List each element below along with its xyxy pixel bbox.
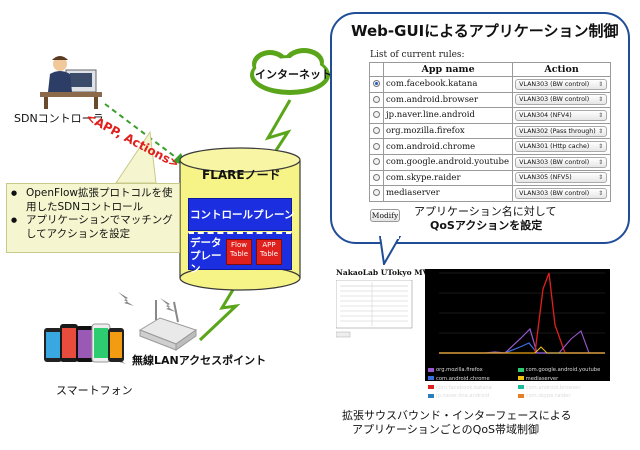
legend-item: com.android.chrome bbox=[428, 376, 516, 382]
x-tick: 18:00 bbox=[561, 357, 574, 363]
row-radio-selected[interactable] bbox=[373, 80, 380, 88]
table-row: com.android.chrome VLAN301 (Http cache) bbox=[369, 138, 611, 155]
ap-link bbox=[198, 277, 242, 342]
row-radio[interactable] bbox=[373, 142, 380, 150]
y-tick: 1 M bbox=[427, 331, 436, 337]
x-tick: 17:56 bbox=[465, 357, 478, 363]
graph-legend: org.mozilla.firefox com.google.android.y… bbox=[428, 367, 610, 402]
control-link bbox=[104, 103, 183, 163]
row-radio[interactable] bbox=[373, 173, 380, 181]
legend-item: com.facebook.katana bbox=[428, 385, 516, 391]
row-radio[interactable] bbox=[373, 95, 380, 103]
smartphones-icon bbox=[44, 323, 124, 363]
legend-item: com.google.android.youtube bbox=[517, 367, 606, 373]
legend-item: jp.naver.line.android bbox=[428, 393, 516, 399]
app-name-cell: mediaserver bbox=[382, 185, 514, 202]
action-select[interactable]: VLAN301 (Http cache) bbox=[515, 141, 608, 153]
action-select[interactable]: VLAN302 (Pass through) bbox=[515, 125, 608, 137]
screenshot-mini-table bbox=[336, 280, 413, 338]
sdn-controller-label: SDNコントローラ bbox=[14, 112, 104, 125]
access-point-label: 無線LANアクセスポイント bbox=[132, 354, 267, 367]
flow-table-box bbox=[226, 239, 252, 265]
app-table-label: APP Table bbox=[259, 241, 279, 258]
rules-table: App name Action com.facebook.katana VLAN… bbox=[369, 62, 611, 202]
flare-node-label: FLAREノード bbox=[202, 168, 281, 182]
app-name-header: App name bbox=[382, 62, 514, 77]
action-select[interactable]: VLAN305 (NFV5) bbox=[515, 172, 608, 184]
row-radio[interactable] bbox=[373, 158, 380, 166]
access-point-icon bbox=[138, 300, 198, 351]
action-select[interactable]: VLAN303 (BW control) bbox=[515, 187, 608, 199]
app-name-cell: org.mozilla.firefox bbox=[382, 122, 514, 140]
legend-item: com.skype.raider bbox=[517, 393, 606, 399]
internet-label: インターネット bbox=[255, 68, 332, 81]
info-list: OpenFlow拡張プロトコルを使用したSDNコントロール アプリケーションでマ… bbox=[8, 187, 180, 241]
bottom-caption-line1: 拡張サウスバウンド・インターフェースによる bbox=[342, 409, 572, 422]
info-item-app-matching: アプリケーションでマッチングしてアクションを設定 bbox=[8, 214, 180, 241]
radio-column-header bbox=[369, 62, 384, 77]
app-table-box bbox=[256, 239, 282, 265]
row-radio[interactable] bbox=[373, 189, 380, 197]
table-row: com.facebook.katana VLAN303 (BW control) bbox=[369, 76, 611, 93]
action-select[interactable]: VLAN303 (BW control) bbox=[515, 78, 608, 90]
x-tick: 17:58 bbox=[537, 357, 550, 363]
app-name-cell: com.skype.raider bbox=[382, 169, 514, 187]
y-tick: 4 M bbox=[427, 271, 436, 277]
screenshot-title: NakaoLab UTokyo MVNO bbox=[336, 268, 442, 277]
smartphone-label: スマートフォン bbox=[56, 384, 133, 397]
action-select[interactable]: VLAN303 (BW control) bbox=[515, 94, 608, 106]
action-header: Action bbox=[512, 62, 611, 77]
row-radio[interactable] bbox=[373, 111, 380, 119]
app-name-cell: com.android.browser bbox=[382, 91, 514, 109]
action-select[interactable]: VLAN303 (BW control) bbox=[515, 156, 608, 168]
info-item-openflow: OpenFlow拡張プロトコルを使用したSDNコントロール bbox=[8, 187, 180, 214]
table-row: com.skype.raider VLAN305 (NFV5) bbox=[369, 169, 611, 187]
gui-note-line1: アプリケーション名に対して bbox=[414, 205, 557, 218]
bandwidth-graph bbox=[425, 269, 610, 381]
x-tick: 17:54 bbox=[441, 357, 454, 363]
table-row: jp.naver.line.android VLAN304 (NFV4) bbox=[369, 107, 611, 124]
series-chrome bbox=[439, 342, 605, 354]
data-plane-label: データプレーン bbox=[190, 237, 222, 275]
rules-header-row: App name Action bbox=[369, 62, 611, 77]
internet-cloud bbox=[250, 48, 330, 95]
bottom-caption-line2: アプリケーションごとのQoS帯域制御 bbox=[352, 423, 540, 436]
legend-item: org.mozilla.firefox bbox=[428, 367, 516, 373]
series-browser bbox=[439, 330, 605, 354]
table-row: mediaserver VLAN303 (BW control) bbox=[369, 185, 611, 202]
rules-caption: List of current rules: bbox=[370, 50, 465, 60]
table-row: com.google.android.youtube VLAN303 (BW c… bbox=[369, 153, 611, 171]
legend-item: com.android.browser bbox=[517, 385, 606, 391]
bandwidth-graph-plot: 4 M 3 M 2 M 1 M 17:54 17:56 17:58 17:60 … bbox=[427, 271, 605, 363]
gui-note-line2: QoSアクションを設定 bbox=[430, 219, 543, 232]
x-tick: 17:60 bbox=[513, 357, 526, 363]
table-row: com.android.browser VLAN303 (BW control) bbox=[369, 91, 611, 109]
row-radio[interactable] bbox=[373, 127, 380, 135]
series-mediaserver bbox=[439, 346, 605, 354]
web-gui-bubble-tail bbox=[378, 236, 402, 266]
web-gui-title: Web-GUIによるアプリケーション制御 bbox=[351, 22, 619, 40]
app-name-cell: com.google.android.youtube bbox=[382, 153, 514, 171]
control-plane-box bbox=[188, 198, 292, 231]
series-firefox bbox=[439, 327, 605, 354]
control-plane-label: コントロールプレーン bbox=[190, 209, 295, 221]
x-tick: 17:58 bbox=[489, 357, 502, 363]
table-row: org.mozilla.firefox VLAN302 (Pass throug… bbox=[369, 122, 611, 140]
app-name-cell: com.android.chrome bbox=[382, 138, 514, 155]
y-tick: 2 M bbox=[427, 311, 436, 317]
sdn-controller-icon bbox=[40, 56, 102, 109]
x-tick: 18:02 bbox=[585, 357, 598, 363]
action-select[interactable]: VLAN304 (NFV4) bbox=[515, 109, 608, 121]
app-name-cell: com.facebook.katana bbox=[382, 76, 514, 93]
legend-item: mediaserver bbox=[517, 376, 606, 382]
modify-button[interactable]: Modify bbox=[370, 209, 400, 222]
y-tick: 3 M bbox=[427, 291, 436, 297]
app-name-cell: jp.naver.line.android bbox=[382, 107, 514, 124]
flow-table-label: Flow Table bbox=[229, 241, 249, 258]
